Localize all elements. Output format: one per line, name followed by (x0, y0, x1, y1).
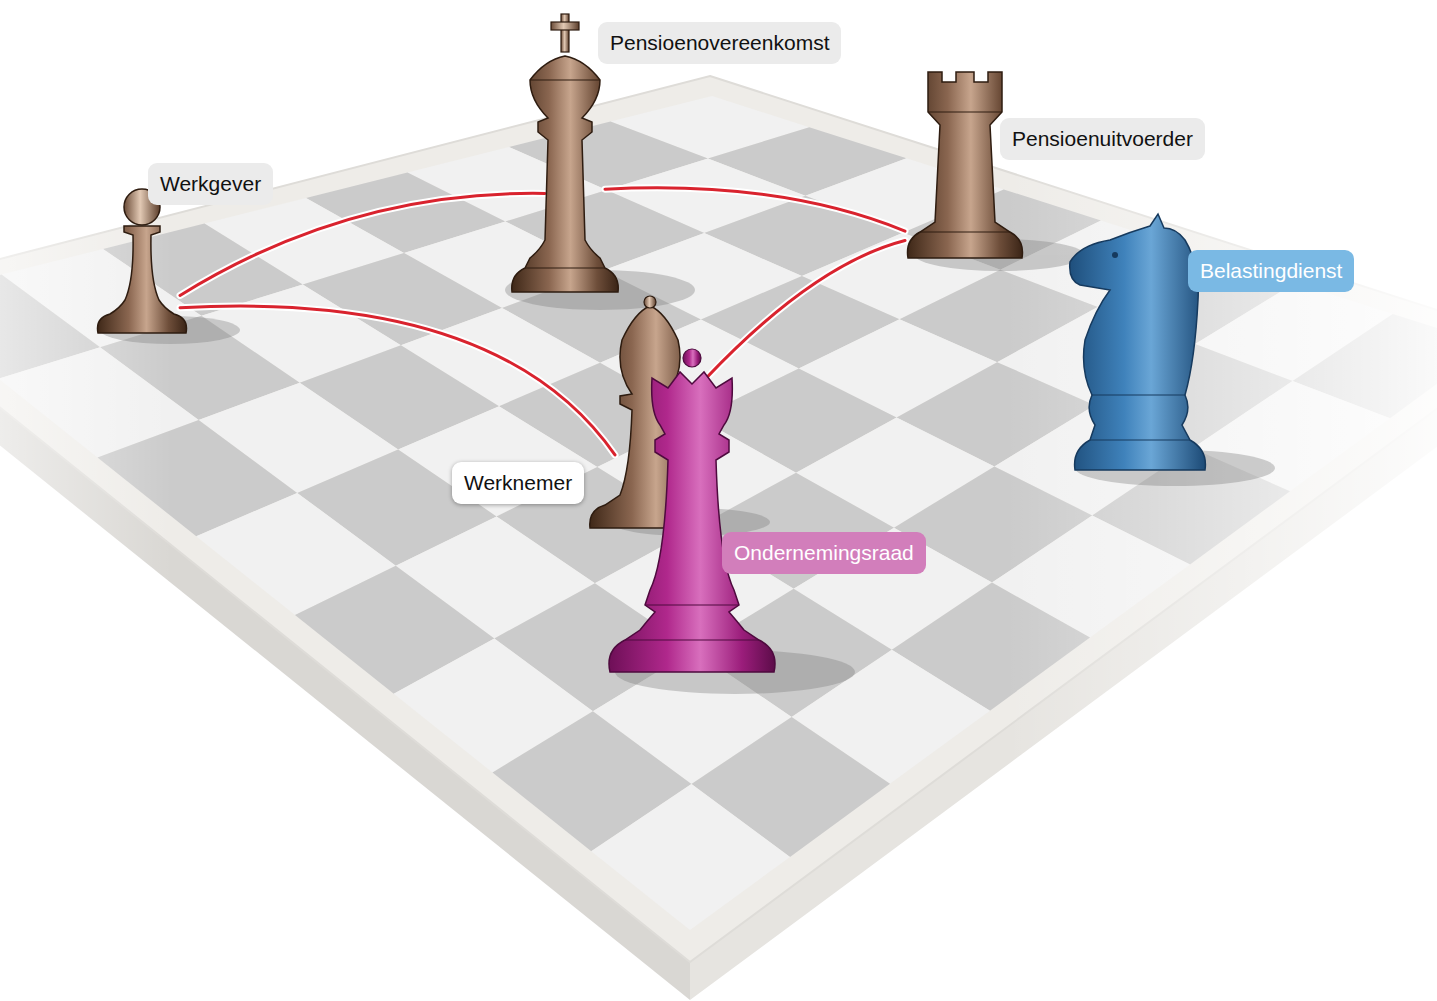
label-pill: Belastingdienst (1188, 250, 1354, 292)
pawn-piece (98, 189, 187, 333)
works-council-node: Ondernemingsraad (610, 350, 780, 680)
label-text: Werknemer (464, 471, 572, 494)
line-core (180, 193, 545, 295)
relation-line (180, 193, 545, 295)
label-text: Pensioenuitvoerder (1012, 127, 1193, 150)
label-pill: Pensioenovereenkomst (598, 22, 841, 64)
tax-node: Belastingdienst (1070, 225, 1210, 475)
label-pill: Pensioenuitvoerder (1000, 118, 1205, 160)
line-halo (180, 193, 545, 295)
line-core (180, 306, 615, 455)
label-pill: Werkgever (148, 163, 273, 205)
queen-piece (609, 349, 775, 672)
employer-node: Werkgever (140, 288, 180, 314)
label-text: Werkgever (160, 172, 261, 195)
line-core (605, 188, 905, 231)
agreement-node: Pensioenovereenkomst (545, 165, 605, 205)
label-text: Ondernemingsraad (734, 541, 914, 564)
knight-piece (1070, 214, 1206, 470)
label-pill: Ondernemingsraad (722, 532, 926, 574)
relation-line (605, 188, 905, 231)
employee-node: Werknemer (615, 440, 645, 480)
label-text: Belastingdienst (1200, 259, 1342, 282)
line-halo (605, 188, 905, 231)
label-text: Pensioenovereenkomst (610, 31, 829, 54)
provider-node: Pensioenuitvoerder (905, 220, 925, 245)
relation-line (180, 306, 615, 455)
rook-piece (908, 72, 1023, 258)
label-pill: Werknemer (452, 462, 584, 504)
line-halo (180, 306, 615, 455)
